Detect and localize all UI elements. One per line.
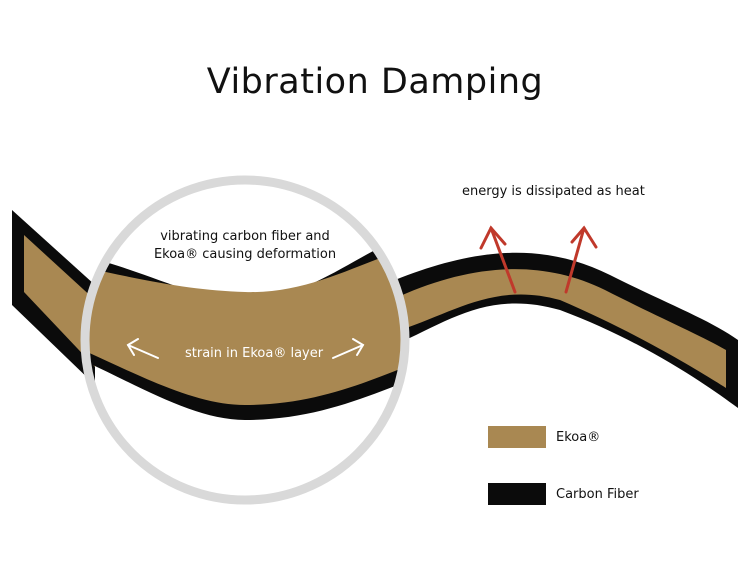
legend-label-carbon-fiber: Carbon Fiber [556, 487, 639, 502]
strain-arrow-right-icon [332, 338, 365, 359]
lens-band [85, 235, 405, 420]
ekoa-layer-lens [85, 248, 405, 405]
deformation-label: vibrating carbon fiber and Ekoa® causing… [140, 228, 350, 264]
deformation-label-line1: vibrating carbon fiber and [160, 229, 330, 244]
strain-arrow-left-icon [126, 338, 159, 359]
legend-label-ekoa: Ekoa® [556, 430, 601, 445]
legend-swatch-ekoa [488, 426, 546, 448]
legend-swatch-carbon-fiber [488, 483, 546, 505]
ekoa-layer-right [400, 269, 726, 388]
diagram-title: Vibration Damping [206, 62, 544, 102]
heat-arrow-left-icon [479, 225, 517, 294]
ekoa-layer-left [24, 235, 95, 367]
heat-label: energy is dissipated as heat [462, 184, 645, 199]
magnifier-ring [80, 175, 410, 505]
heat-arrow-right-icon [564, 225, 598, 294]
deformation-label-line2: Ekoa® causing deformation [153, 247, 337, 262]
strain-label: strain in Ekoa® layer [185, 346, 324, 361]
